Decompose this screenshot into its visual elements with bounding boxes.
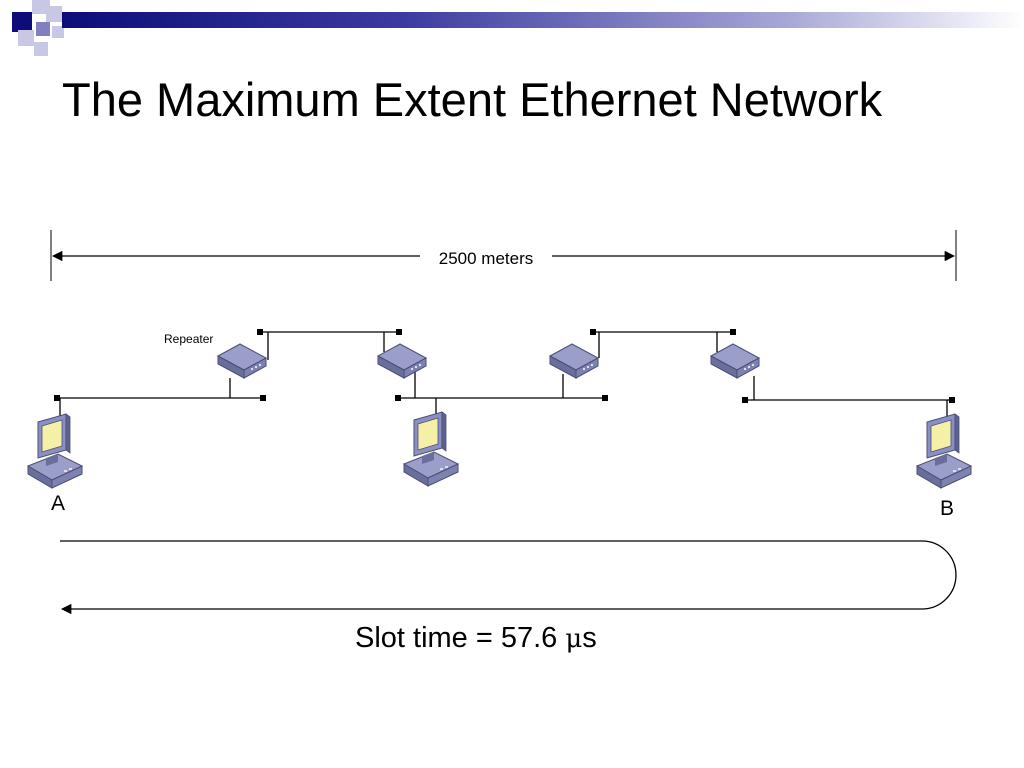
deco-square [34,42,48,56]
terminator-icon [602,395,608,401]
node-a-label: A [51,492,66,515]
deco-square [36,22,50,36]
terminator-icon [949,397,955,403]
node-b-label: B [940,497,955,520]
terminator-icon [590,329,596,335]
slot-time-suffix: s [582,622,597,654]
computer-icon [403,411,459,487]
computer-icon [27,413,83,489]
computer-icon [916,413,972,489]
slot-time-prefix: Slot time = 57.6 [355,622,566,654]
round-trip-path [60,540,957,615]
terminator-icon [730,329,736,335]
terminator-icon [260,395,266,401]
deco-square [12,12,32,32]
deco-square [52,26,64,38]
title-accent-bar [62,12,1024,28]
repeater-icon [377,343,427,379]
deco-square [46,6,62,22]
distance-dimension: 2500 meters [50,230,957,281]
distance-label: 2500 meters [439,249,534,268]
deco-square [32,0,50,14]
repeater-icon [217,343,267,379]
repeaters: Repeater [164,332,760,379]
round-trip-curve [60,540,957,615]
slot-time-unit-symbol: μ [565,624,583,654]
repeater-icon [549,343,599,379]
repeater-icon [710,343,760,379]
repeater-label: Repeater [164,332,213,346]
slot-time-text: Slot time = 57.6 μs [355,622,597,655]
computers [27,411,972,489]
terminator-icon [742,397,748,403]
terminator-icon [395,395,401,401]
slide-title: The Maximum Extent Ethernet Network [62,73,883,126]
deco-square [18,30,34,46]
terminator-icon [257,329,263,335]
terminators [54,329,955,403]
terminator-icon [396,329,402,335]
terminator-icon [54,395,60,401]
